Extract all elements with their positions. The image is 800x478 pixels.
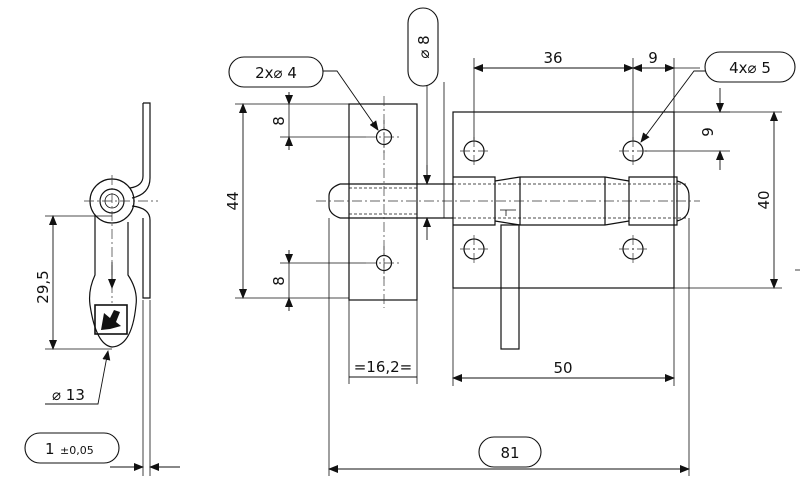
dim-16-2-label: =16,2= <box>354 358 413 376</box>
dim-81-label: 81 <box>500 444 519 462</box>
holes-left-label: 2x⌀ 4 <box>255 64 297 82</box>
holes-right-label: 4x⌀ 5 <box>729 59 771 77</box>
thickness-callout: 1 ±0,05 <box>24 432 120 464</box>
dim-40-label: 40 <box>755 190 773 209</box>
length-81-callout: 81 <box>478 436 542 468</box>
front-view <box>316 96 700 350</box>
holes-right-callout: 4x⌀ 5 <box>704 51 796 83</box>
thickness-tolerance: ±0,05 <box>60 444 94 457</box>
dim-8-top-label: 8 <box>270 116 288 126</box>
dim-44-label: 44 <box>224 191 242 210</box>
bolt-diameter-label: ⌀ 8 <box>415 35 433 58</box>
dim-29-5-label: 29,5 <box>34 270 52 303</box>
dim-8-bottom-label: 8 <box>270 276 288 286</box>
dim-9-side-label: 9 <box>699 127 717 137</box>
thickness-value: 1 <box>45 440 55 458</box>
rooster-logo-icon <box>101 310 121 330</box>
side-view: 29,5 ⌀ 13 <box>34 102 180 476</box>
dim-13-label: ⌀ 13 <box>52 386 85 404</box>
bolt-diameter-callout: ⌀ 8 <box>407 7 439 87</box>
dim-9-top-label: 9 <box>648 49 658 67</box>
dimensions: 44 8 8 36 9 9 40 <box>224 49 800 476</box>
dim-50-label: 50 <box>553 359 572 377</box>
dim-36-label: 36 <box>543 49 562 67</box>
holes-left-callout: 2x⌀ 4 <box>228 56 324 88</box>
